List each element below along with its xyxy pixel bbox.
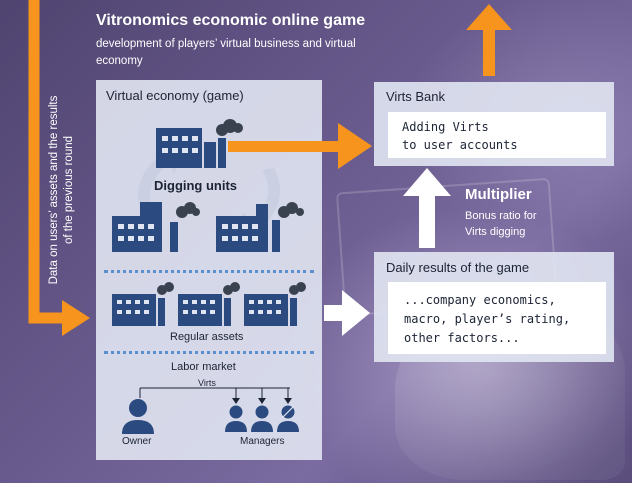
factory-icon: [244, 282, 306, 326]
daily-results-line2: macro, player’s rating,: [404, 312, 571, 326]
multiplier-title: Multiplier: [465, 186, 532, 203]
multiplier-subtitle: Bonus ratio for Virts digging: [465, 208, 575, 240]
dotted-divider-2: [104, 351, 314, 354]
regular-assets-illustration: [112, 282, 306, 326]
factory-icon: [112, 282, 174, 326]
daily-results-line1: ...company economics,: [404, 293, 556, 307]
orange-output-arrowhead: [466, 4, 512, 30]
factory-icon: [112, 202, 200, 252]
white-up-multiplier-arrowhead: [403, 168, 451, 196]
virts-bank-title: Virts Bank: [386, 89, 446, 104]
white-up-multiplier-shaft: [419, 192, 435, 248]
manager-person-icon: [251, 405, 273, 432]
virts-flow-label: Virts: [198, 378, 216, 388]
dotted-divider-1: [104, 270, 314, 273]
owner-person-icon: [122, 399, 154, 434]
diagram-subtitle: development of players’ virtual business…: [96, 38, 356, 67]
factory-icon: [178, 282, 240, 326]
virts-bank-line2: to user accounts: [402, 138, 518, 152]
multiplier-sub-line2: Virts digging: [465, 226, 526, 238]
virts-bank-content: Adding Virts to user accounts: [388, 112, 606, 158]
regular-assets-label: Regular assets: [170, 331, 244, 343]
diagram-title: Vitronomics economic online game: [96, 12, 366, 29]
orange-output-arrow-shaft: [483, 26, 495, 76]
virtual-economy-title: Virtual economy (game): [106, 88, 244, 103]
manager-person-icon: [225, 405, 247, 432]
daily-results-line3: other factors...: [404, 331, 520, 345]
orange-feedback-arrow: [28, 0, 66, 324]
daily-results-content: ...company economics, macro, player’s ra…: [388, 282, 606, 354]
multiplier-sub-line1: Bonus ratio for: [465, 210, 537, 222]
white-to-daily-results-arrowhead: [342, 290, 370, 336]
orange-digging-to-bank-arrowhead: [338, 123, 372, 169]
orange-digging-to-bank-shaft: [228, 141, 348, 152]
factory-icon: [216, 202, 304, 252]
labor-market-label: Labor market: [171, 361, 236, 373]
digging-units-label: Digging units: [154, 178, 238, 193]
virts-bank-line1: Adding Virts: [402, 120, 489, 134]
owner-label: Owner: [122, 436, 152, 447]
labor-market-illustration: [122, 387, 299, 434]
digging-units-illustration: [112, 119, 304, 252]
factory-icon: [156, 119, 243, 168]
manager-person-icon: [277, 405, 299, 432]
managers-label: Managers: [240, 436, 285, 447]
daily-results-title: Daily results of the game: [386, 260, 530, 275]
orange-feedback-arrowhead: [62, 300, 90, 336]
